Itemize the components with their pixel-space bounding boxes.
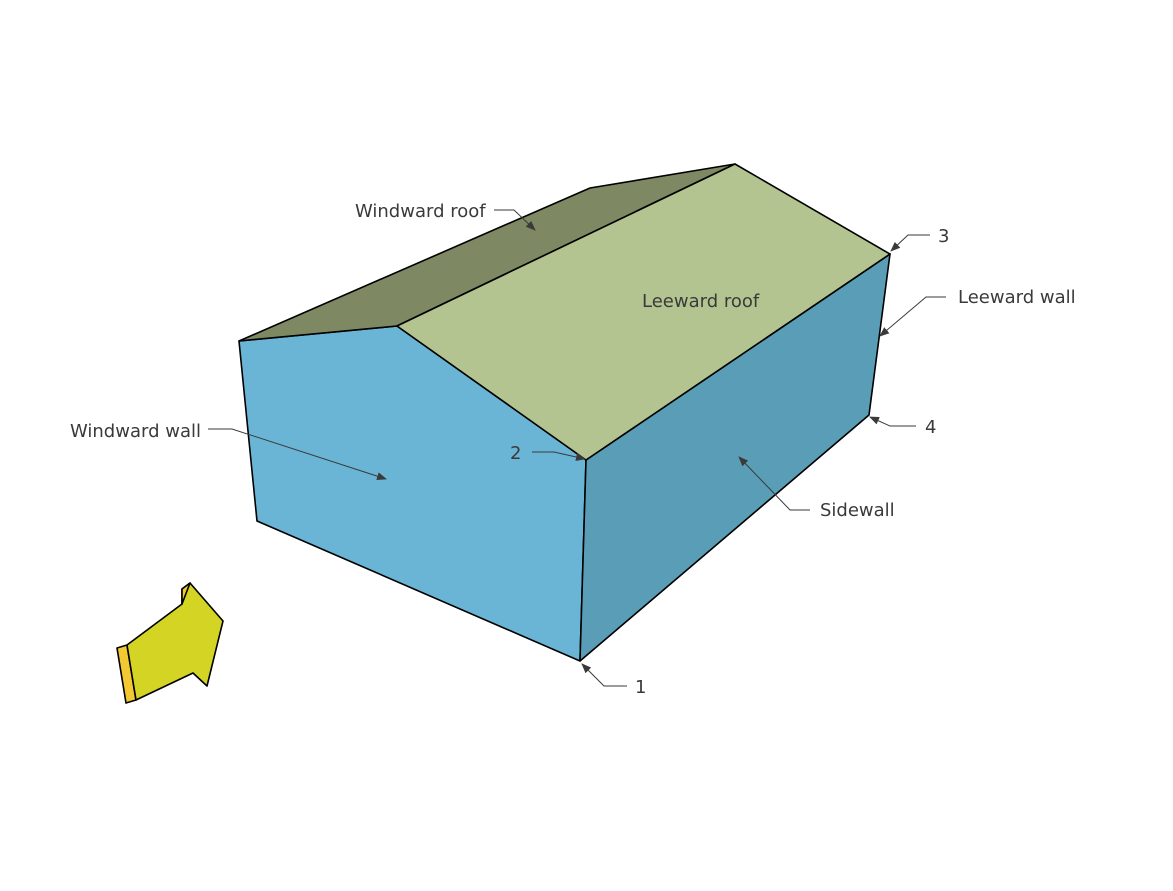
leader-corner-4 <box>869 416 916 427</box>
label-windward-roof: Windward roof <box>355 201 486 222</box>
leader-sidewall <box>738 456 810 511</box>
label-corner-3: 3 <box>938 226 949 247</box>
wind-arrow-head-side <box>181 582 191 605</box>
label-windward-wall: Windward wall <box>70 421 201 442</box>
wind-arrow-top-face <box>126 582 224 701</box>
leader-leeward-wall <box>879 296 946 337</box>
label-corner-1: 1 <box>635 677 646 698</box>
label-sidewall: Sidewall <box>820 500 895 521</box>
label-leeward-wall: Leeward wall <box>958 287 1076 308</box>
leader-windward-roof <box>494 209 536 231</box>
leader-corner-3 <box>890 234 930 252</box>
leader-corner-2 <box>532 451 586 461</box>
wind-direction-arrow-icon <box>116 582 224 704</box>
leader-corner-1 <box>581 663 627 687</box>
label-leeward-roof: Leeward roof <box>642 291 760 312</box>
leeward-roof-face <box>396 163 891 461</box>
leader-windward-wall <box>208 428 387 481</box>
label-corner-2: 2 <box>510 443 521 464</box>
label-corner-4: 4 <box>925 417 936 438</box>
